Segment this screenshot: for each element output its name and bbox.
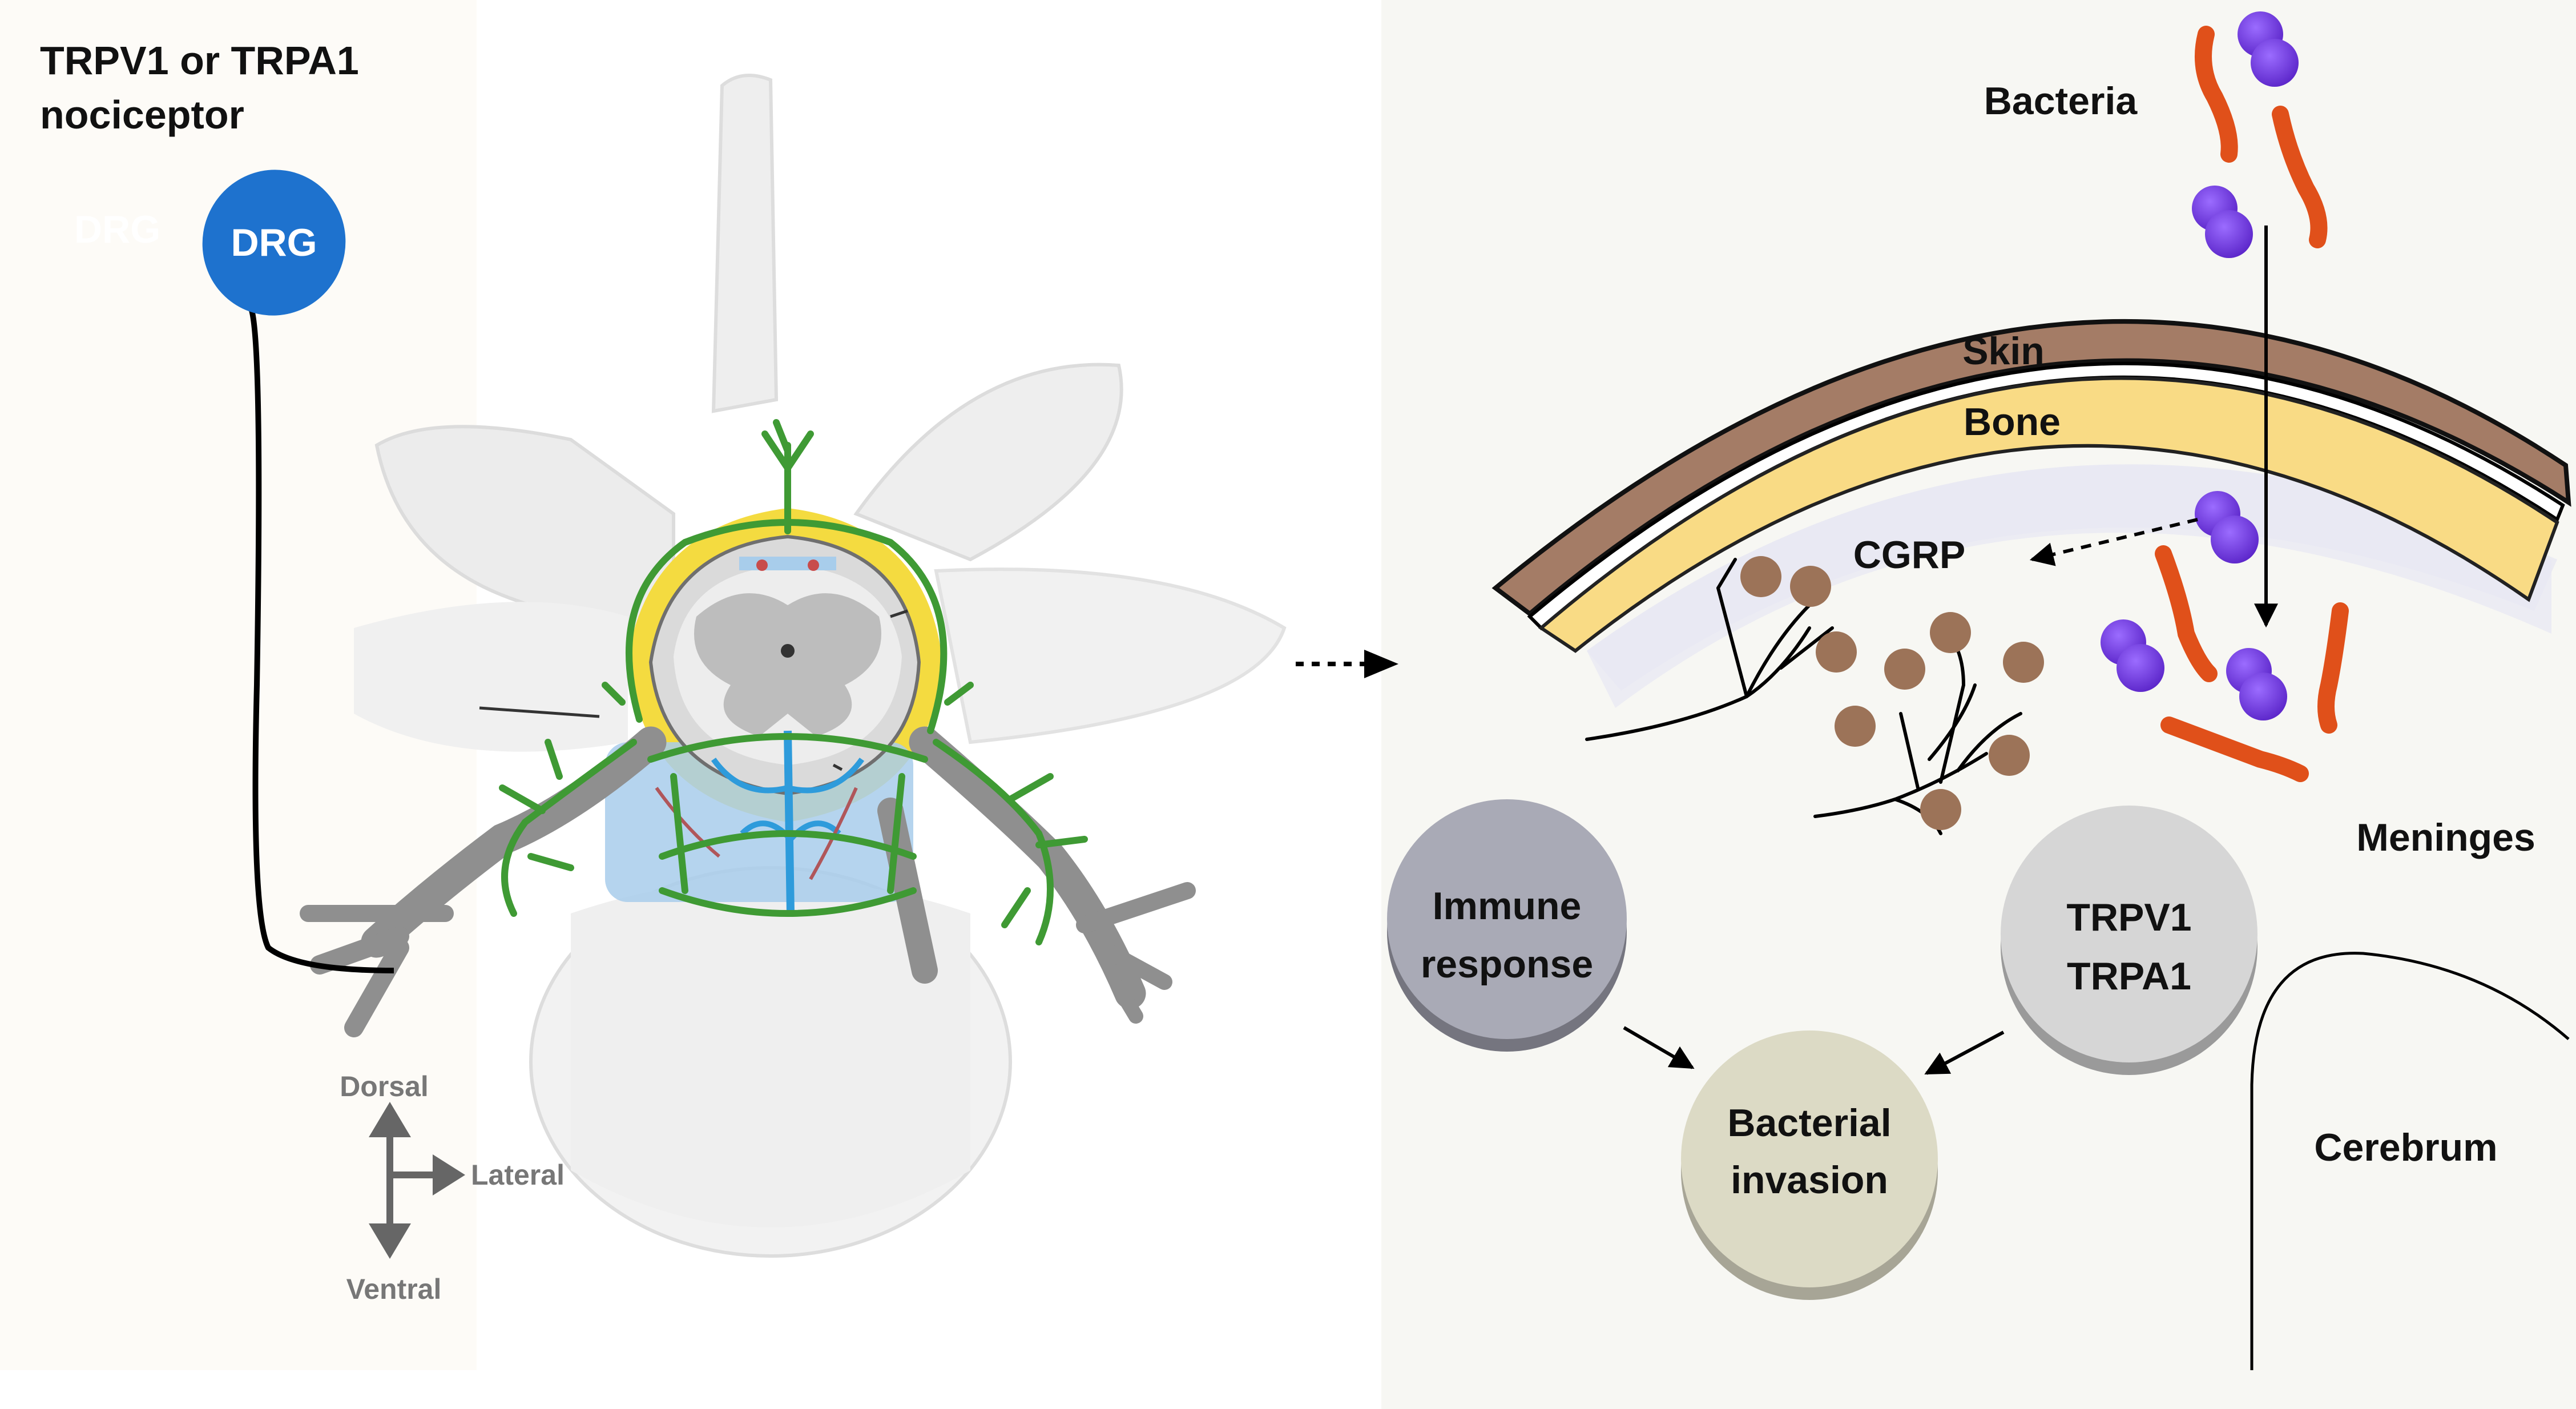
bacterial-invasion-disc [1681, 1030, 1938, 1300]
cerebrum-label: Cerebrum [2314, 1126, 2497, 1169]
cgrp-release-arrow [2029, 518, 2198, 566]
nociceptor-title-line1: TRPV1 or TRPA1 [40, 38, 359, 83]
immune-response-line1: Immune [1433, 884, 1582, 928]
cerebrum-outline [2250, 952, 2570, 1370]
immune-to-invasion-arrow [1623, 1026, 1695, 1069]
drg-cell-body [202, 170, 346, 316]
green-nerve-fibres [499, 419, 1088, 945]
right-panel-background [1381, 0, 2576, 1409]
drg-neuron: DRG DRG [74, 170, 394, 973]
meninges-label: Meninges [2356, 816, 2535, 859]
skin-label: Skin [1962, 329, 2045, 373]
trp-to-invasion-arrow [1924, 1030, 2005, 1075]
drg-label: DRG [231, 221, 317, 264]
nociceptor-title-line2: nociceptor [40, 92, 244, 137]
immune-response-disc [1387, 799, 1627, 1052]
drg-ghost-label: DRG [74, 208, 160, 251]
bacteria-cocci [2101, 11, 2299, 720]
immune-response-line2: response [1421, 943, 1593, 986]
leader-lines [479, 609, 908, 771]
trp-channels-disc [2001, 806, 2257, 1075]
immune-cells [1740, 556, 2044, 830]
drg-axon [248, 307, 394, 973]
bacterial-invasion-line1: Bacterial [1727, 1101, 1891, 1145]
orientation-compass [369, 1102, 465, 1259]
meningeal-layers [1491, 319, 2571, 708]
trpa1-label: TRPA1 [2067, 955, 2191, 998]
panel-connector-arrow [1296, 650, 1398, 678]
compass-ventral-label: Ventral [346, 1273, 442, 1305]
compass-dorsal-label: Dorsal [340, 1070, 429, 1102]
trpv1-label: TRPV1 [2066, 896, 2191, 939]
bacteria-rods [2155, 26, 2349, 782]
cgrp-label: CGRP [1853, 533, 1965, 577]
compass-lateral-label: Lateral [471, 1159, 565, 1191]
bone-label: Bone [1964, 400, 2061, 444]
bacteria-label: Bacteria [1984, 79, 2138, 123]
bacterial-invasion-line2: invasion [1731, 1158, 1888, 1202]
